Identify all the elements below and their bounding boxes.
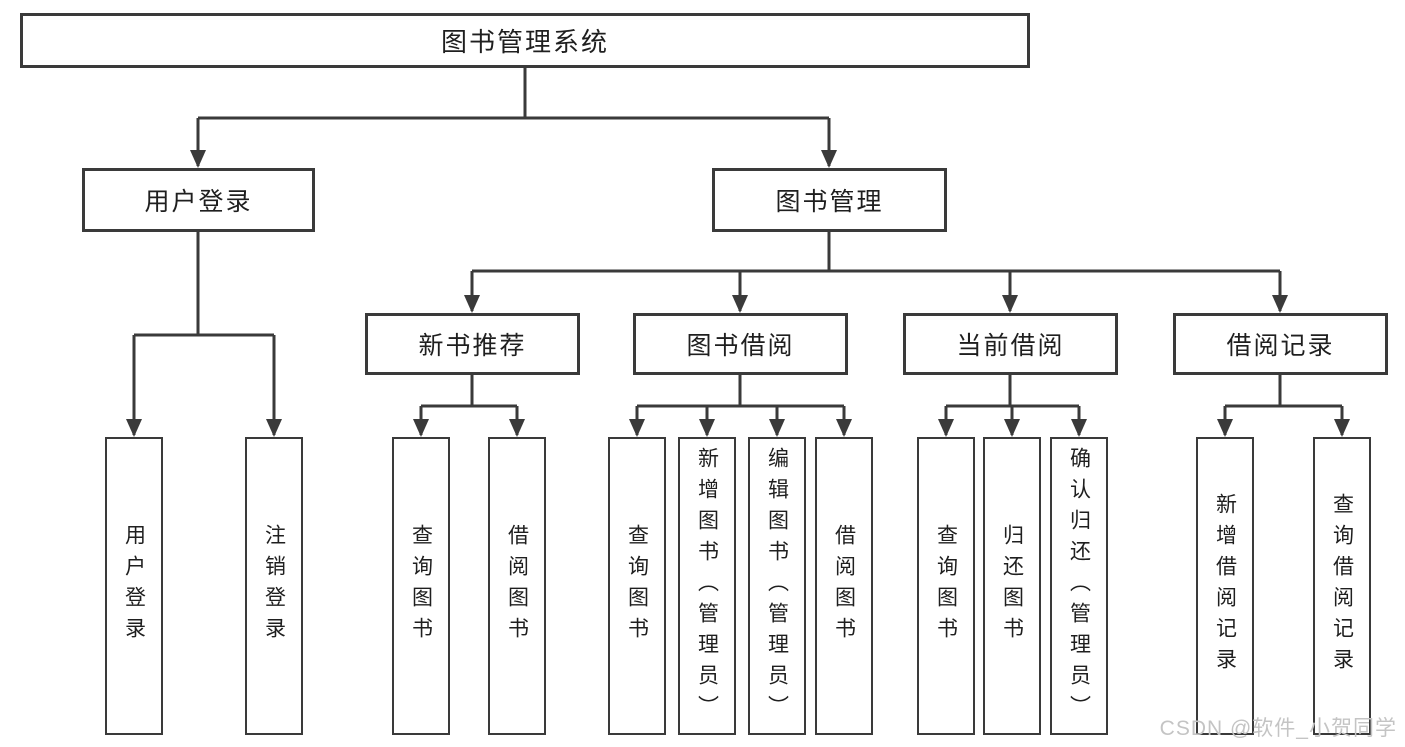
leaf-records-query: 查询借阅记录 bbox=[1313, 437, 1371, 735]
leaf-recommend-query-book: 查询图书 bbox=[392, 437, 450, 735]
node-label: 图书借阅 bbox=[686, 332, 795, 360]
leaf-records-add: 新增借阅记录 bbox=[1196, 437, 1254, 735]
csdn-watermark: CSDN @软件_小贺同学 bbox=[1159, 717, 1397, 740]
leaf-recommend-borrow-book: 借阅图书 bbox=[488, 437, 546, 735]
node-label: 借阅记录 bbox=[1226, 332, 1335, 360]
node-book-management-module: 图书管理 bbox=[712, 168, 947, 232]
leaf-borrow-edit-book-admin: 编辑图书（管理员） bbox=[748, 437, 806, 735]
node-new-book-recommend: 新书推荐 bbox=[365, 313, 580, 375]
leaf-user-login: 用户登录 bbox=[105, 437, 163, 735]
leaf-borrow-query-book: 查询图书 bbox=[608, 437, 666, 735]
node-borrow-records: 借阅记录 bbox=[1173, 313, 1388, 375]
node-label: 图书管理系统 bbox=[440, 27, 609, 57]
arrowheads bbox=[126, 150, 1350, 437]
leaf-logout: 注销登录 bbox=[245, 437, 303, 735]
node-book-borrow: 图书借阅 bbox=[633, 313, 848, 375]
leaf-borrow-add-book-admin: 新增图书（管理员） bbox=[678, 437, 736, 735]
node-library-management-system: 图书管理系统 bbox=[20, 13, 1030, 68]
node-user-login-module: 用户登录 bbox=[82, 168, 315, 232]
node-label: 图书管理 bbox=[775, 188, 884, 216]
node-label: 用户登录 bbox=[144, 188, 253, 216]
leaf-current-query-book: 查询图书 bbox=[917, 437, 975, 735]
leaf-current-confirm-return-admin: 确认归还（管理员） bbox=[1050, 437, 1108, 735]
node-label: 当前借阅 bbox=[956, 332, 1065, 360]
leaf-borrow-borrow-book: 借阅图书 bbox=[815, 437, 873, 735]
leaf-current-return-book: 归还图书 bbox=[983, 437, 1041, 735]
node-current-borrow: 当前借阅 bbox=[903, 313, 1118, 375]
node-label: 新书推荐 bbox=[418, 332, 527, 360]
